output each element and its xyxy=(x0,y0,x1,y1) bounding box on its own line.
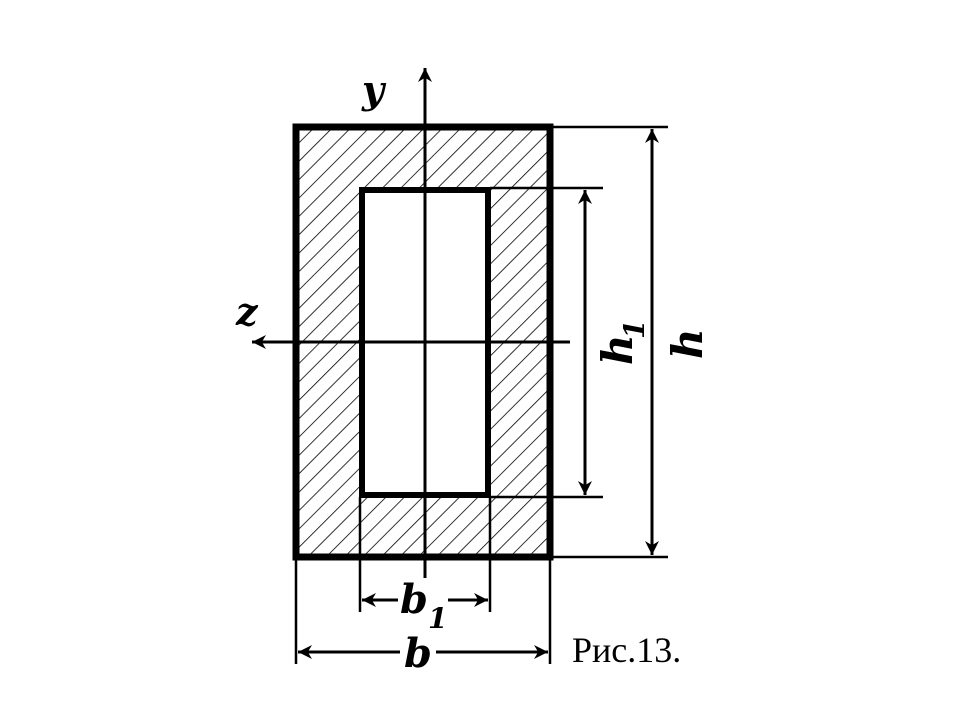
b1-label: b xyxy=(400,576,428,623)
b1-subscript: 1 xyxy=(428,602,447,635)
h-label: h xyxy=(663,328,712,359)
z-axis-label: z xyxy=(235,289,259,334)
h1-subscript: 1 xyxy=(618,320,651,339)
extension-lines xyxy=(294,125,668,664)
h1-label: h xyxy=(593,334,642,365)
b-label: b xyxy=(404,630,432,677)
y-axis-label: y xyxy=(361,67,387,112)
figure-caption: Рис.13. xyxy=(572,630,681,670)
